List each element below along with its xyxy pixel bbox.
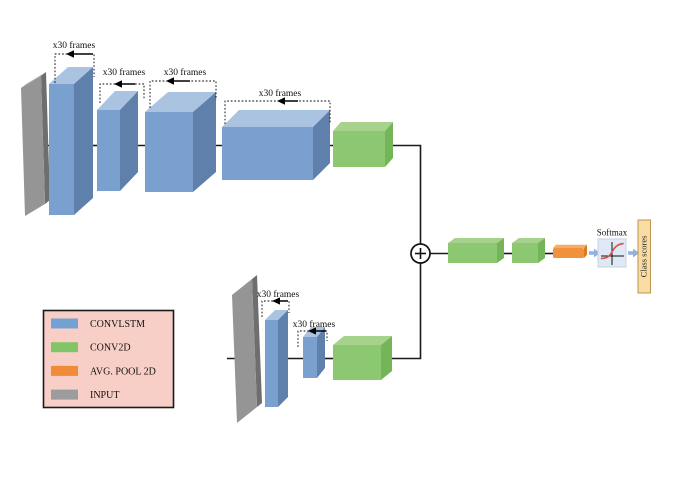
input-layer-bottom (232, 275, 262, 423)
side-face (278, 310, 288, 407)
top-face (222, 110, 330, 127)
top-face (448, 238, 504, 243)
front-face (145, 112, 193, 192)
convlstm-layer-3 (145, 92, 216, 192)
bottom-stream-to-sum-line (384, 263, 422, 360)
front-face (21, 76, 45, 216)
side-face (252, 275, 262, 407)
top-stream-to-sum-line (386, 144, 422, 244)
conv2d-layer-top (333, 122, 393, 167)
front-face (512, 243, 538, 263)
legend-swatch-conv2d (51, 342, 78, 353)
softmax-node: Softmax (597, 228, 628, 268)
legend-label: AVG. POOL 2D (90, 366, 156, 377)
side-face (193, 92, 216, 192)
frames-label: x30 frames (293, 319, 336, 330)
side-face (538, 238, 545, 263)
repeat-arrowhead-icon (308, 327, 316, 335)
side-face (317, 327, 325, 378)
top-face (49, 67, 93, 84)
legend-item-convlstm: CONVLSTM (51, 318, 145, 330)
side-face (74, 67, 93, 215)
front-face (333, 131, 385, 167)
top-face (333, 336, 392, 345)
legend: CONVLSTM CONV2D AVG. POOL 2D INPUT (42, 309, 175, 409)
front-face (265, 320, 278, 407)
legend-label: CONV2D (90, 343, 131, 354)
legend-item-avgpool: AVG. POOL 2D (51, 365, 156, 377)
legend-label: CONVLSTM (90, 319, 145, 330)
front-face (232, 279, 257, 423)
repeat-arrowhead-icon (272, 297, 280, 305)
front-face (553, 248, 584, 258)
bracket-outline (224, 100, 331, 124)
avg-pool-layer (553, 244, 587, 258)
legend-item-input: INPUT (51, 389, 119, 401)
side-face (385, 122, 393, 167)
top-stream: x30 frames x30 frames x30 frames x30 fra… (21, 40, 393, 216)
legend-item-conv2d: CONV2D (51, 342, 131, 354)
class-scores-bar: Class scores (637, 219, 651, 294)
frames-label: x30 frames (257, 289, 300, 300)
convlstm-layer-1 (49, 67, 93, 215)
front-face (448, 243, 497, 263)
top-face (333, 122, 393, 131)
repeat-arrowhead-icon (114, 80, 122, 88)
convlstm-layer-4 (222, 110, 330, 180)
top-face (265, 310, 288, 320)
bracket-outline (149, 80, 217, 108)
front-face (97, 110, 120, 191)
top-face (145, 92, 216, 112)
frames-bracket-1: x30 frames (53, 40, 96, 83)
frames-bracket-5: x30 frames (257, 289, 300, 317)
legend-swatch-convlstm (51, 318, 78, 329)
frames-label: x30 frames (259, 88, 302, 99)
side-face (313, 110, 330, 180)
repeat-arrowhead-icon (66, 50, 74, 58)
side-face (381, 336, 392, 380)
convlstm-layer-5 (265, 310, 288, 407)
conv2d-layer-bottom (333, 336, 392, 380)
legend-swatch-avgpool (51, 365, 78, 376)
convlstm-layer-2 (97, 91, 138, 191)
top-face (553, 244, 587, 248)
frames-bracket-6: x30 frames (293, 319, 336, 347)
bottom-stream: x30 frames x30 frames (232, 275, 392, 423)
frames-bracket-4: x30 frames (224, 88, 331, 124)
front-face (49, 84, 74, 215)
front-face (333, 345, 381, 380)
side-face (584, 244, 587, 258)
flow-arrow-icon (628, 248, 640, 258)
sum-node (410, 243, 431, 264)
front-face (303, 337, 317, 378)
side-face (41, 72, 50, 204)
frames-bracket-2: x30 frames (99, 67, 146, 103)
frames-label: x30 frames (103, 67, 146, 78)
top-face (21, 72, 46, 88)
repeat-arrowhead-icon (277, 97, 285, 105)
softmax-curve (600, 242, 624, 260)
softmax-label: Softmax (597, 228, 628, 238)
convlstm-layer-6 (303, 327, 325, 378)
side-face (120, 91, 138, 191)
class-scores-rect (637, 219, 651, 294)
frames-label: x30 frames (164, 67, 207, 78)
class-scores-label: Class scores (639, 236, 649, 278)
legend-label: INPUT (90, 390, 119, 401)
front-face (222, 127, 313, 180)
legend-swatch-input (51, 389, 78, 400)
head-section: Softmax Class scores (448, 219, 651, 294)
input-layer-top (21, 72, 50, 216)
top-face (97, 91, 138, 110)
conv2d-head-2 (512, 238, 545, 263)
repeat-arrowhead-icon (166, 77, 174, 85)
side-face (497, 238, 504, 263)
top-face (512, 238, 545, 243)
conv2d-head-1 (448, 238, 504, 263)
frames-bracket-3: x30 frames (149, 67, 217, 108)
flow-arrow-icon (589, 248, 601, 258)
frames-label: x30 frames (53, 40, 96, 51)
